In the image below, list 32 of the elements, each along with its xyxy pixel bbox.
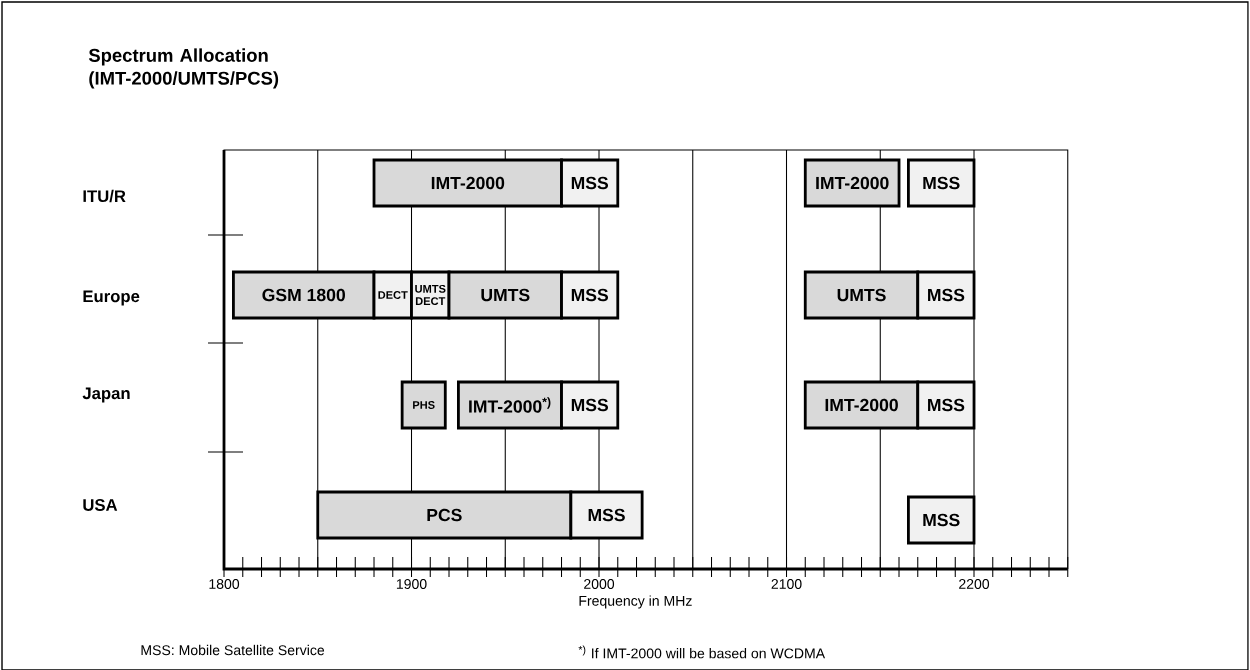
tick-label: 2100	[771, 579, 802, 589]
row-label: ITU/R	[83, 189, 126, 203]
band-box: MSS	[560, 380, 620, 430]
band-box: MSS	[560, 158, 620, 208]
band-box: MSS	[907, 158, 976, 208]
band-box: IMT-2000	[803, 158, 901, 208]
band-box: IMT-2000	[803, 380, 920, 430]
band-box: MSS	[569, 490, 644, 540]
title: Spectrum Allocation (IMT-2000/UMTS/PCS)	[88, 48, 279, 89]
row-label: USA	[83, 499, 118, 511]
band-box: UMTS	[803, 270, 920, 320]
band-box: MSS	[916, 270, 976, 320]
band-box: IMT-2000$^{*)}$	[457, 380, 563, 430]
tick-label: 1900	[396, 579, 427, 589]
band-box: PCS	[316, 490, 573, 540]
tick-label: 2200	[959, 579, 990, 589]
footnote: $^{*)}$ If IMT-2000 will be based on WCDMA	[578, 645, 826, 659]
band-box: GSM 1800	[232, 270, 376, 320]
note: MSS: Mobile Satellite Service	[141, 644, 325, 656]
tick-label: 1800	[209, 579, 240, 589]
row-label: Europe	[83, 290, 140, 306]
axis-title: Frequency in MHz	[579, 595, 692, 609]
tick-label: 2000	[584, 579, 615, 589]
band-box: MSS	[560, 270, 620, 320]
band-box: IMT-2000	[372, 158, 563, 208]
band-box: MSS	[916, 380, 976, 430]
band-box: UMTS	[447, 270, 563, 320]
band-box: DECT	[372, 270, 413, 320]
band-box: UMTS DECT	[410, 270, 451, 320]
band-box: PHS	[400, 380, 447, 430]
row-label: Japan	[82, 387, 130, 403]
band-box: MSS	[907, 495, 976, 545]
